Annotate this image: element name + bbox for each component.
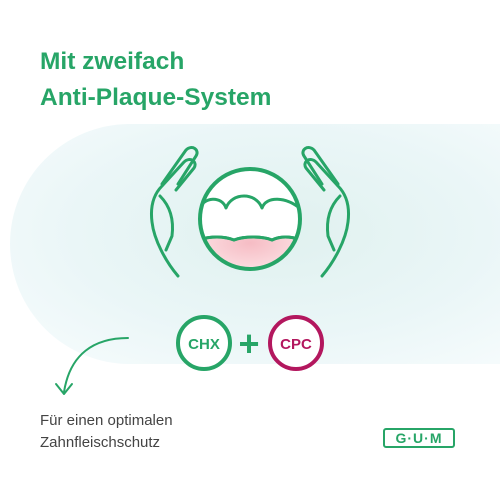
- right-hand-icon: [301, 146, 350, 278]
- caption-line-1: Für einen optimalen: [40, 412, 173, 429]
- cpc-label: CPC: [280, 336, 312, 353]
- arrow-down-left-icon: [55, 337, 129, 395]
- plus-sign: +: [238, 323, 259, 364]
- gum-logo: G·U·M: [383, 428, 455, 448]
- headline-line-1: Mit zweifach: [40, 48, 185, 75]
- chx-label: CHX: [188, 336, 220, 353]
- headline: Mit zweifach Anti-Plaque-System: [40, 44, 271, 116]
- caption: Für einen optimalen Zahnfleischschutz: [40, 410, 173, 454]
- caption-line-2: Zahnfleischschutz: [40, 434, 161, 451]
- headline-line-2: Anti-Plaque-System: [40, 84, 272, 111]
- teeth-gum-icon: [198, 167, 302, 271]
- left-hand-icon: [150, 146, 199, 278]
- cpc-badge: CPC: [268, 315, 324, 371]
- chx-badge: CHX: [176, 315, 232, 371]
